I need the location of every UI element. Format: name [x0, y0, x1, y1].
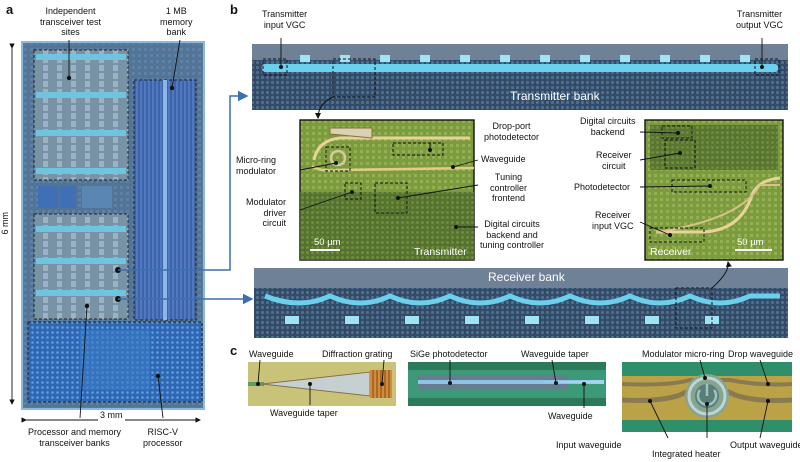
- label-dim-6mm: 6 mm: [0, 212, 10, 235]
- label-digital-backend-tuning: Digital circuits backend and tuning cont…: [480, 219, 545, 250]
- label-modulator-driver: Modulator driver circuit: [246, 197, 287, 228]
- label-tx-output-vgc: Transmitter output VGC: [736, 9, 784, 30]
- label-receiver-bank: Receiver bank: [488, 270, 565, 284]
- label-c-diffraction-grating: Diffraction grating: [322, 349, 393, 359]
- label-rx-photodetector: Photodetector: [574, 182, 631, 192]
- panel-letter-a: a: [6, 2, 14, 17]
- label-rx-digital-backend: Digital circuits backend: [580, 116, 636, 137]
- label-c-waveguide-taper-2: Waveguide taper: [521, 349, 589, 359]
- label-rx-scale: 50 µm: [737, 237, 764, 248]
- panel-letter-b: b: [230, 2, 238, 17]
- label-c-sige-pd: SiGe photodetector: [410, 349, 488, 359]
- label-waveguide-tx: Waveguide: [481, 154, 526, 164]
- panel-letter-c: c: [230, 343, 238, 358]
- label-c-waveguide-taper-1: Waveguide taper: [270, 408, 338, 418]
- label-tx-input-vgc: Transmitter input VGC: [262, 9, 308, 30]
- label-receiver-circuit: Receiver circuit: [596, 150, 632, 171]
- label-drop-port-pd: Drop-port photodetector: [484, 121, 540, 142]
- label-c-input-waveguide: Input waveguide: [556, 440, 622, 450]
- label-dim-3mm: 3 mm: [98, 410, 125, 421]
- label-tx-inset-name: Transmitter: [414, 246, 467, 258]
- label-c-modulator-micro-ring: Modulator micro-ring: [642, 349, 725, 359]
- label-rx-inset-name: Receiver: [650, 246, 692, 258]
- label-micro-ring-modulator: Micro-ring modulator: [236, 155, 277, 176]
- label-c-waveguide-1: Waveguide: [249, 349, 294, 359]
- label-tuning-frontend: Tuning controller frontend: [490, 172, 528, 203]
- label-memory-bank: 1 MB memory bank: [160, 6, 193, 37]
- label-c-integrated-heater: Integrated heater: [652, 449, 721, 459]
- label-riscv: RISC-V processor: [143, 427, 183, 448]
- label-transmitter-bank: Transmitter bank: [510, 89, 600, 103]
- label-rx-input-vgc: Receiver input VGC: [592, 210, 634, 231]
- label-test-sites: Independent transceiver test sites: [40, 6, 102, 37]
- label-tx-scale: 50 µm: [314, 237, 341, 248]
- label-c-output-waveguide: Output waveguide: [730, 440, 800, 450]
- label-c-waveguide-2: Waveguide: [548, 411, 593, 421]
- label-c-drop-waveguide: Drop waveguide: [728, 349, 794, 359]
- label-proc-mem-banks: Processor and memory transceiver banks: [28, 427, 122, 448]
